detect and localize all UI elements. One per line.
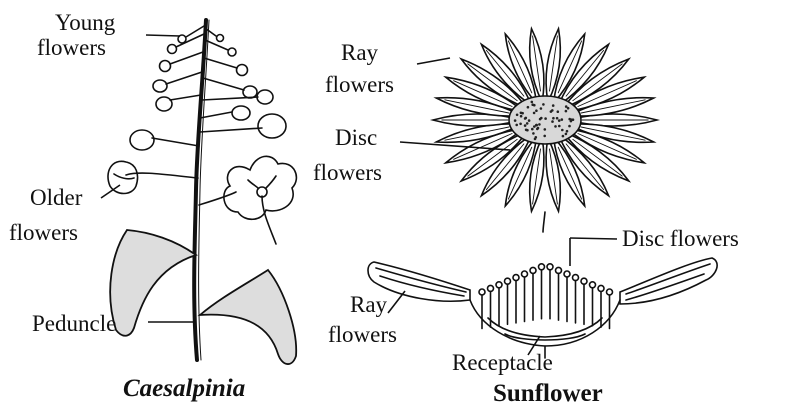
disc-floret-dot xyxy=(544,117,547,120)
disc-floret-dot xyxy=(565,110,568,113)
caesalpinia-illustration xyxy=(108,20,296,364)
disc-floret-dot xyxy=(557,110,560,113)
disc-floret-tip xyxy=(547,264,553,270)
caption-caesalpinia: Caesalpinia xyxy=(123,375,245,403)
disc-floret-dot xyxy=(566,130,569,133)
disc-floret-dot xyxy=(524,117,527,120)
disc-floret-dot xyxy=(572,118,575,121)
disc-floret-tip xyxy=(590,282,596,288)
label-disc-flowers-line1: Disc xyxy=(335,125,377,150)
disc-floret-dot xyxy=(558,125,561,128)
disc-floret-dot xyxy=(562,135,565,138)
label-young-flowers-line2: flowers xyxy=(37,35,106,60)
disc-floret-dot xyxy=(536,128,539,131)
label-disc-flowers-section: Disc flowers xyxy=(622,226,739,251)
sunflower-section-view xyxy=(368,258,717,358)
disc-floret-dot xyxy=(521,112,524,115)
caption-sunflower: Sunflower xyxy=(493,380,603,408)
disc-floret-tip xyxy=(607,289,613,295)
disc-floret-dot xyxy=(527,106,530,109)
label-older-flowers-line2: flowers xyxy=(9,220,78,245)
disc-floret-dot xyxy=(531,101,534,104)
disc-floret-dot xyxy=(525,129,528,132)
disc-floret-tip xyxy=(505,278,511,284)
disc-floret-dot xyxy=(533,112,536,115)
label-ray-flowers-bottom-line2: flowers xyxy=(328,322,397,347)
sunflower-top-view xyxy=(433,29,657,232)
disc-floret-dot xyxy=(515,124,518,127)
disc-floret-tip xyxy=(496,282,502,288)
disc-floret-dot xyxy=(539,118,542,121)
label-peduncle: Peduncle xyxy=(32,311,116,336)
disc-floret-dot xyxy=(568,118,571,121)
disc-florets xyxy=(479,264,613,329)
disc-floret-tip xyxy=(556,267,562,273)
label-older-flowers-line1: Older xyxy=(30,185,82,210)
label-ray-flowers-top-line1: Ray xyxy=(341,40,378,65)
disc-floret-dot xyxy=(535,109,538,112)
label-ray-flowers-top-line2: flowers xyxy=(325,72,394,97)
disc-floret-dot xyxy=(532,132,535,135)
disc-floret-dot xyxy=(554,125,557,128)
disc-floret-dot xyxy=(540,107,543,110)
disc-floret-tip xyxy=(522,271,528,277)
disc-floret-tip xyxy=(530,267,536,273)
disc-floret-tip xyxy=(581,278,587,284)
flower-stalk xyxy=(543,212,545,232)
disc-floret-tip xyxy=(573,275,579,281)
disc-floret-dot xyxy=(556,117,559,120)
disc-floret-dot xyxy=(534,138,537,141)
disc-floret-tip xyxy=(598,285,604,291)
disc-floret-dot xyxy=(543,135,546,138)
disc-floret-dot xyxy=(533,104,536,107)
disc-floret-dot xyxy=(520,115,523,118)
disc-floret-dot xyxy=(558,119,561,122)
disc-floret-dot xyxy=(551,120,554,123)
disc-floret-tip xyxy=(513,275,519,281)
label-disc-flowers-line2: flowers xyxy=(313,160,382,185)
disc-floret-dot xyxy=(568,125,571,128)
disc-floret-dot xyxy=(544,128,547,131)
disc-floret-dot xyxy=(552,117,555,120)
disc-floret-tip xyxy=(488,285,494,291)
disc-floret-dot xyxy=(561,118,564,121)
disc-floret-tip xyxy=(479,289,485,295)
label-receptacle: Receptacle xyxy=(452,350,553,375)
disc-floret-dot xyxy=(535,124,538,127)
disc-floret-dot xyxy=(528,119,531,122)
disc-floret-dot xyxy=(524,124,527,127)
leaflets xyxy=(110,230,296,364)
receptacle-outline xyxy=(470,300,620,346)
label-young-flowers-line1: Young xyxy=(55,10,115,35)
disc-floret-dot xyxy=(531,128,534,131)
disc-floret-dot xyxy=(567,107,570,110)
disc-floret-dot xyxy=(565,133,568,136)
disc-floret-dot xyxy=(516,114,519,117)
disc-floret-dot xyxy=(552,104,555,107)
disc-floret-dot xyxy=(538,123,541,126)
disc-floret-dot xyxy=(561,129,564,132)
disc-floret-tip xyxy=(539,264,545,270)
disc-floret-dot xyxy=(519,123,522,126)
disc-floret-dot xyxy=(542,103,545,106)
disc-floret-dot xyxy=(514,119,517,122)
disc-floret-dot xyxy=(550,110,553,113)
disc-floret-dot xyxy=(526,122,529,125)
label-ray-flowers-bottom-line1: Ray xyxy=(350,292,387,317)
disc-floret-tip xyxy=(564,271,570,277)
